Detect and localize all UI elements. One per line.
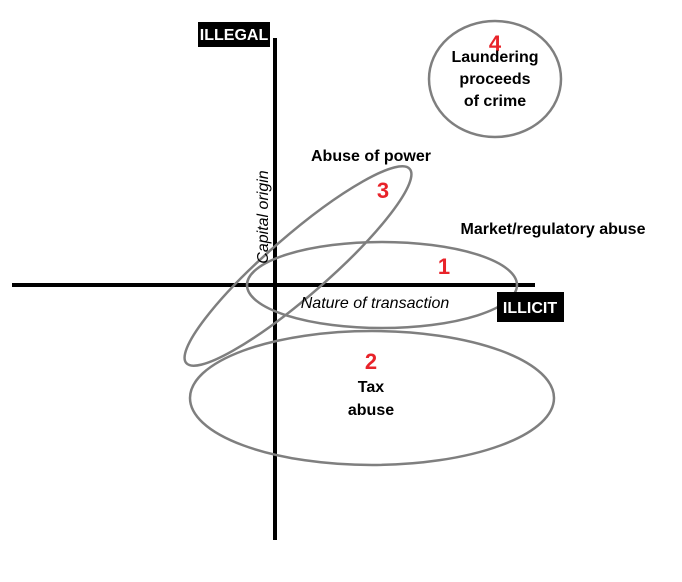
region-4-ellipse [427, 19, 563, 139]
illegal-label-box [198, 22, 270, 47]
y-axis-title: Capital origin [255, 170, 272, 263]
region-3-label: Abuse of power [311, 148, 431, 165]
region-4-number: 4 [489, 31, 502, 56]
region-4-label-line: proceeds [459, 71, 530, 88]
region-1-number: 1 [438, 254, 450, 279]
x-axis-title: Nature of transaction [301, 295, 450, 312]
region-3-number: 3 [377, 178, 389, 203]
illicit-label: ILLICIT [503, 300, 557, 317]
region-2-number: 2 [365, 349, 377, 374]
region-2-ellipse [188, 329, 556, 467]
illicit-label-box [497, 292, 564, 322]
region-4-label-line: of crime [464, 93, 526, 110]
region-2-label-line: abuse [348, 402, 394, 419]
region-3-ellipse [183, 165, 413, 367]
region-1-label: Market/regulatory abuse [461, 221, 646, 238]
region-2-label-line: Tax [358, 379, 384, 396]
region-1-ellipse [245, 240, 519, 330]
region-4-label-line: Laundering [451, 49, 538, 66]
illegal-label: ILLEGAL [200, 27, 269, 44]
